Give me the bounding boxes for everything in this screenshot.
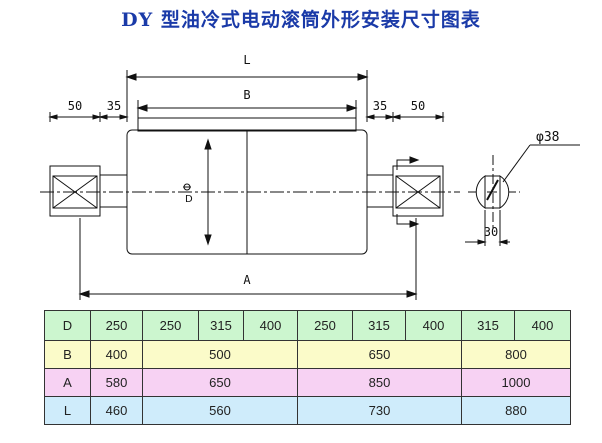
- svg-text:D: D: [185, 194, 193, 205]
- page-title: DY 型油冷式电动滚筒外形安装尺寸图表: [121, 9, 481, 31]
- dim-L-label: L: [243, 53, 250, 67]
- table-cell: 315: [198, 310, 244, 341]
- section-marks: [396, 156, 420, 228]
- table-cell: 850: [297, 368, 462, 397]
- dim-30-label: 30: [484, 225, 498, 239]
- row-label: D: [44, 310, 91, 341]
- right-shaft: [366, 165, 444, 217]
- dim-A: A: [78, 218, 418, 300]
- dim-B-label: B: [243, 88, 250, 102]
- table-cell: 500: [142, 340, 298, 369]
- dim-L: L: [125, 53, 369, 120]
- drum-dimension-drawing: L B 50 35 35 50: [40, 53, 580, 300]
- row-A: A 580 650 850 1000: [44, 368, 571, 397]
- table-cell: 315: [352, 310, 406, 341]
- table-cell: 800: [461, 340, 571, 369]
- table-cell: 580: [90, 368, 143, 397]
- dim-B: B: [136, 88, 358, 118]
- drum-body: D: [126, 117, 368, 255]
- dim-A-label: A: [243, 273, 251, 287]
- table-cell: 315: [461, 310, 515, 341]
- spec-table: D 250 250 315 400 250 315 400 315 400 B …: [44, 310, 571, 425]
- dim-35-left-label: 35: [107, 99, 121, 113]
- row-label: B: [44, 340, 91, 369]
- left-shaft: [49, 165, 128, 217]
- row-B: B 400 500 650 800: [44, 340, 571, 369]
- row-L: L 460 560 730 880: [44, 396, 571, 425]
- table-cell: 1000: [461, 368, 571, 397]
- table-cell: 650: [142, 368, 298, 397]
- table-cell: 400: [90, 340, 143, 369]
- table-cell: 250: [297, 310, 353, 341]
- dim-50-right-label: 50: [411, 99, 425, 113]
- dim-right-shaft: 35 50: [365, 99, 445, 122]
- table-cell: 730: [297, 396, 462, 425]
- dim-phi-label: φ38: [536, 130, 559, 145]
- table-cell: 650: [297, 340, 462, 369]
- table-cell: 880: [461, 396, 571, 425]
- shaft-section-view: φ38 30: [465, 130, 580, 246]
- row-label: L: [44, 396, 91, 425]
- table-cell: 250: [90, 310, 143, 341]
- table-cell: 400: [243, 310, 298, 341]
- table-cell: 250: [142, 310, 199, 341]
- dim-50-left-label: 50: [68, 99, 82, 113]
- dim-left-shaft: 50 35: [48, 99, 129, 122]
- table-cell: 400: [514, 310, 571, 341]
- table-cell: 560: [142, 396, 298, 425]
- row-D: D 250 250 315 400 250 315 400 315 400: [44, 310, 571, 341]
- row-label: A: [44, 368, 91, 397]
- dim-35-right-label: 35: [373, 99, 387, 113]
- table-cell: 400: [405, 310, 462, 341]
- table-cell: 460: [90, 396, 143, 425]
